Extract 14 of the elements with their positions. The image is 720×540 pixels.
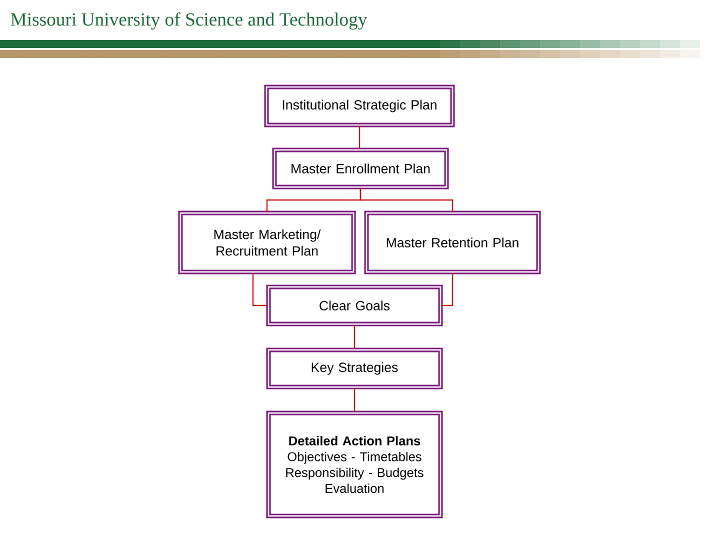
plan-box: Key Strategies xyxy=(266,348,443,390)
connector-line xyxy=(354,324,356,350)
heading-box: Detailed Action Plans Objectives - Timetables Responsibility - Budgets Evaluation xyxy=(266,410,443,518)
plan-box: Institutional Strategic Plan xyxy=(264,84,455,128)
connector-line xyxy=(360,188,454,212)
connector-line xyxy=(358,126,360,150)
connector-line xyxy=(252,273,268,306)
plan-box: Master Retention Plan xyxy=(364,210,541,274)
connector-line xyxy=(354,388,356,412)
header-title: Missouri University of Science and Technology xyxy=(10,12,368,30)
plan-box: Master Enrollment Plan xyxy=(272,148,449,190)
connector-line xyxy=(441,273,454,306)
plan-box: Clear Goals xyxy=(266,284,443,326)
plan-box: Master Marketing/ Recruitment Plan xyxy=(178,210,356,274)
